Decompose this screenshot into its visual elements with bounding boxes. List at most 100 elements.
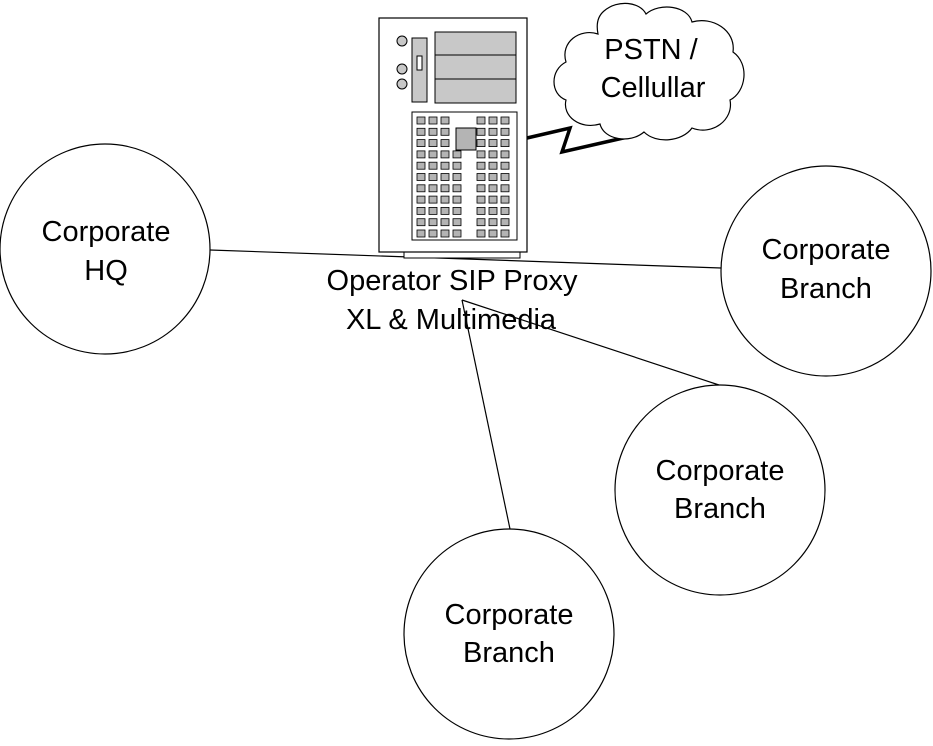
vent-cell bbox=[428, 116, 438, 125]
vent-cell bbox=[488, 173, 498, 181]
server-button-3 bbox=[396, 78, 408, 90]
vent-cell bbox=[488, 116, 498, 125]
node-label-line2: Branch bbox=[674, 493, 766, 525]
server-drive-bay-1 bbox=[434, 31, 517, 56]
vent-cell bbox=[476, 218, 486, 227]
vent-cell bbox=[440, 127, 450, 136]
node-corporate-branch-right: Corporate Branch bbox=[720, 165, 932, 377]
node-label-line1: Corporate bbox=[42, 216, 171, 248]
vent-cell bbox=[476, 127, 486, 136]
vent-cell bbox=[488, 184, 498, 193]
vent-cell bbox=[428, 173, 438, 181]
vent-cell bbox=[476, 150, 486, 159]
vent-cell bbox=[452, 206, 462, 215]
link-proxy-to-branch-middle bbox=[461, 299, 720, 386]
pstn-cloud: PSTN / Cellullar bbox=[553, 2, 745, 141]
vent-cell bbox=[416, 195, 426, 204]
vent-cell bbox=[416, 218, 426, 227]
vent-cell bbox=[488, 161, 498, 170]
vent-cell bbox=[500, 229, 510, 238]
vent-cell bbox=[476, 173, 486, 181]
vent-cell bbox=[476, 229, 486, 238]
vent-cell bbox=[440, 229, 450, 238]
server-fan-block bbox=[455, 127, 477, 151]
vent-cell bbox=[428, 229, 438, 238]
vent-cell bbox=[440, 139, 450, 148]
vent-cell bbox=[488, 229, 498, 238]
vent-cell bbox=[428, 127, 438, 136]
vent-cell bbox=[440, 184, 450, 193]
node-label-line1: Corporate bbox=[656, 455, 785, 487]
node-label-line2: Branch bbox=[463, 637, 555, 669]
vent-cell bbox=[488, 218, 498, 227]
node-circle bbox=[0, 143, 211, 355]
vent-cell bbox=[416, 150, 426, 159]
server-drive-bay-3 bbox=[434, 78, 517, 104]
link-proxy-to-branch-bottom bbox=[461, 299, 511, 530]
node-circle bbox=[720, 165, 932, 377]
vent-cell bbox=[440, 116, 450, 125]
vent-cell bbox=[476, 116, 486, 125]
vent-cell bbox=[500, 150, 510, 159]
vent-cell bbox=[416, 173, 426, 181]
node-label-line1: Corporate bbox=[762, 234, 891, 266]
vent-cell bbox=[428, 150, 438, 159]
vent-cell bbox=[428, 195, 438, 204]
node-circle bbox=[403, 528, 615, 740]
vent-cell bbox=[452, 195, 462, 204]
vent-cell bbox=[428, 161, 438, 170]
vent-cell bbox=[440, 161, 450, 170]
vent-cell bbox=[500, 127, 510, 136]
server-vent-grid bbox=[416, 116, 510, 238]
server-label-line1: Operator SIP Proxy bbox=[327, 265, 578, 297]
vent-cell bbox=[500, 206, 510, 215]
vent-cell bbox=[488, 139, 498, 148]
vent-cell bbox=[428, 184, 438, 193]
node-corporate-branch-bottom: Corporate Branch bbox=[403, 528, 615, 740]
vent-cell bbox=[500, 184, 510, 193]
vent-cell bbox=[476, 161, 486, 170]
vent-cell bbox=[452, 161, 462, 170]
vent-cell bbox=[488, 150, 498, 159]
link-hq-to-branch-right bbox=[209, 249, 722, 269]
vent-cell bbox=[428, 139, 438, 148]
vent-cell bbox=[500, 195, 510, 204]
vent-cell bbox=[416, 127, 426, 136]
vent-cell bbox=[500, 161, 510, 170]
vent-cell bbox=[440, 173, 450, 181]
vent-cell bbox=[452, 150, 462, 159]
server-button-2 bbox=[396, 63, 408, 75]
server-floppy-latch bbox=[416, 55, 423, 71]
vent-cell bbox=[452, 218, 462, 227]
vent-cell bbox=[488, 206, 498, 215]
vent-cell bbox=[452, 229, 462, 238]
vent-cell bbox=[476, 195, 486, 204]
vent-cell bbox=[440, 206, 450, 215]
cloud-label-line1: PSTN / bbox=[604, 34, 698, 66]
vent-cell bbox=[452, 184, 462, 193]
vent-cell bbox=[416, 206, 426, 215]
vent-cell bbox=[488, 195, 498, 204]
lightning-link-icon bbox=[526, 125, 633, 155]
vent-cell bbox=[416, 229, 426, 238]
vent-cell bbox=[476, 139, 486, 148]
node-label-line2: HQ bbox=[84, 255, 128, 287]
vent-cell bbox=[500, 139, 510, 148]
vent-cell bbox=[416, 184, 426, 193]
vent-cell bbox=[428, 218, 438, 227]
vent-cell bbox=[416, 161, 426, 170]
vent-cell bbox=[476, 206, 486, 215]
connection-lines bbox=[209, 249, 722, 530]
cloud-label-line2: Cellullar bbox=[601, 72, 706, 104]
vent-cell bbox=[452, 173, 462, 181]
server-label-line2: XL & Multimedia bbox=[346, 304, 557, 336]
vent-cell bbox=[416, 139, 426, 148]
node-label-line2: Branch bbox=[780, 273, 872, 305]
server-drive-bay-2 bbox=[434, 54, 517, 80]
node-corporate-hq: Corporate HQ bbox=[0, 143, 211, 355]
vent-cell bbox=[416, 116, 426, 125]
vent-cell bbox=[440, 195, 450, 204]
cloud-shape-icon bbox=[553, 2, 745, 141]
